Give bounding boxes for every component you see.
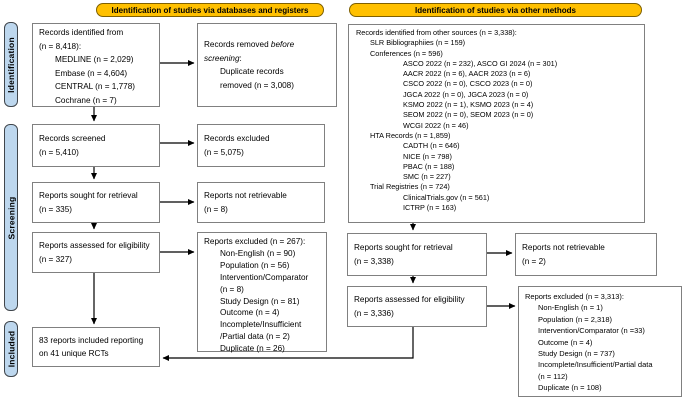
text-line: Outcome (n = 4) (220, 308, 280, 318)
stage-pill-screening: Screening (4, 124, 18, 311)
text-line: CENTRAL (n = 1,778) (55, 82, 136, 91)
text-line: AACR 2022 (n = 6), AACR 2023 (n = 6) (403, 69, 531, 79)
text-line: Reports not retrievable (204, 191, 287, 200)
text-line: (n = 3,338) (354, 256, 394, 266)
records-removed-post: : (239, 53, 242, 63)
text-line: ClinicalTrials.gov (n = 561) (403, 192, 490, 202)
text-line: (n = 112) (538, 371, 568, 381)
text-line: Reports assessed for eligibility (39, 241, 150, 250)
text-line: /Partial data (n = 2) (220, 332, 290, 342)
text-line: (n = 327) (39, 254, 72, 264)
text-line: Records screened (39, 134, 106, 143)
text-line: KSMO 2022 (n = 1), KSMO 2023 (n = 4) (403, 100, 534, 110)
text-line: SLR Bibliographiies (n = 159) (370, 38, 466, 48)
box-records-screened: Records screened (n = 5,410) (32, 124, 160, 167)
stage-label-screening: Screening (6, 196, 16, 239)
stage-pill-included: Included (4, 321, 18, 377)
text-line: Intervention/Comparator (220, 272, 309, 282)
text-line: Reports sought for retrieval (354, 243, 453, 252)
records-removed-line-2: screening: (204, 52, 334, 66)
text-line: ICTRP (n = 163) (403, 203, 457, 213)
text-line: Intervention/Comparator (n =33) (538, 326, 645, 336)
box-records-excluded: Records excluded (n = 5,075) (197, 124, 325, 167)
text-line: Reports sought for retrieval (39, 191, 138, 200)
text-line: ASCO 2022 (n = 232), ASCO GI 2024 (n = 3… (403, 58, 558, 68)
text-line: Incomplete/Insufficient (220, 320, 302, 330)
stage-pill-identification: Identification (4, 22, 18, 107)
text-line: Study Design (n = 81) (220, 296, 300, 306)
text-line: Reports excluded (n = 3,313): (525, 292, 625, 301)
stage-label-identification: Identification (6, 36, 17, 93)
box-reports-excluded-databases: Reports excluded (n = 267): Non-English (… (197, 232, 327, 354)
text-line: SMC (n = 227) (403, 172, 451, 182)
banner-other-methods-label: Identification of studies via other meth… (415, 5, 576, 15)
text-line: (n = 3,336) (354, 308, 394, 318)
records-removed-detail: Duplicate records removed (n = 3,008) (204, 65, 334, 92)
text-line: CADTH (n = 646) (403, 141, 460, 151)
text-line: Records identified from other sources (n… (356, 28, 517, 37)
records-removed-italic-screening: screening (204, 53, 240, 63)
box-reports-not-retrievable-other: Reports not retrievable (n = 2) (515, 233, 657, 276)
text-line: Reports excluded (n = 267): (204, 237, 306, 246)
text-line: (n = 5,410) (39, 147, 79, 157)
text-line: Incomplete/Insufficient/Partial data (538, 360, 653, 370)
text-line: Embase (n = 4,604) (55, 68, 128, 78)
text-line: Non-English (n = 90) (220, 248, 296, 258)
box-records-identified-databases: Records identified from (n = 8,418): MEDLI… (32, 23, 160, 107)
text-line: Study Design (n = 737) (538, 349, 615, 359)
text-line: NICE (n = 798) (403, 151, 452, 161)
text-line: (n = 2) (522, 256, 546, 266)
box-reports-assessed-databases: Reports assessed for eligibility (n = 327… (32, 232, 160, 273)
text-line: PBAC (n = 188) (403, 161, 455, 171)
text-line: CSCO 2022 (n = 0), CSCO 2023 (n = 0) (403, 79, 533, 89)
box-reports-excluded-other: Reports excluded (n = 3,313): Non-English… (518, 286, 682, 397)
box-reports-sought-other: Reports sought for retrieval (n = 3,338) (347, 233, 487, 276)
text-line: Reports assessed for eligibility (354, 295, 465, 304)
box-reports-sought-databases: Reports sought for retrieval (n = 335) (32, 182, 160, 223)
records-removed-italic-before: before (270, 40, 295, 49)
text-line: WCGI 2022 (n = 46) (403, 120, 469, 130)
text-line: Duplicate (n = 108) (538, 383, 602, 393)
text-line: Population (n = 2,318) (538, 314, 613, 324)
text-line: Records identified from (39, 28, 124, 37)
banner-databases-registers: Identification of studies via databases … (96, 3, 324, 17)
records-removed-line-1: Records removed before (204, 38, 334, 52)
banner-databases-registers-label: Identification of studies via databases … (111, 5, 309, 15)
text-line: Duplicate (n = 26) (220, 344, 285, 354)
box-reports-not-retrievable-databases: Reports not retrievable (n = 8) (197, 182, 325, 223)
text-line: Population (n = 56) (220, 260, 290, 270)
text-line: on 41 unique RCTs (39, 349, 109, 358)
text-line: Non-English (n = 1) (538, 303, 603, 313)
box-records-removed-before-screening: Records removed before screening: Duplic… (197, 23, 337, 107)
text-line: Duplicate records (220, 67, 284, 76)
text-line: Trial Registries (n = 724) (370, 182, 450, 192)
box-reports-assessed-other: Reports assessed for eligibility (n = 3,3… (347, 286, 487, 327)
text-line: 83 reports included reporting (39, 335, 144, 345)
text-line: SEOM 2022 (n = 0), SEOM 2023 (n = 0) (403, 110, 534, 120)
text-line: Cochrane (n = 7) (55, 95, 117, 105)
records-removed-pre: Records removed (204, 40, 271, 49)
box-reports-included: 83 reports included reporting on 41 uniqu… (32, 327, 160, 367)
text-line: (n = 8) (204, 204, 228, 214)
text-line: (n = 8,418): (39, 41, 82, 51)
box-records-identified-other-sources: Records identified from other sources (n… (348, 24, 645, 223)
text-line: (n = 335) (39, 204, 72, 214)
text-line: JGCA 2022 (n = 0), JGCA 2023 (n = 0) (403, 89, 529, 99)
banner-other-methods: Identification of studies via other meth… (349, 3, 642, 17)
text-line: MEDLINE (n = 2,029) (55, 55, 134, 64)
text-line: Reports not retrievable (522, 243, 605, 252)
text-line: Outcome (n = 4) (538, 337, 593, 347)
text-line: (n = 8) (220, 284, 244, 294)
text-line: Records excluded (204, 134, 270, 143)
text-line: removed (n = 3,008) (220, 80, 294, 90)
text-line: Conferences (n = 596) (370, 48, 443, 58)
text-line: (n = 5,075) (204, 147, 244, 157)
text-line: HTA Records (n = 1,859) (370, 130, 451, 140)
stage-label-included: Included (6, 330, 17, 368)
